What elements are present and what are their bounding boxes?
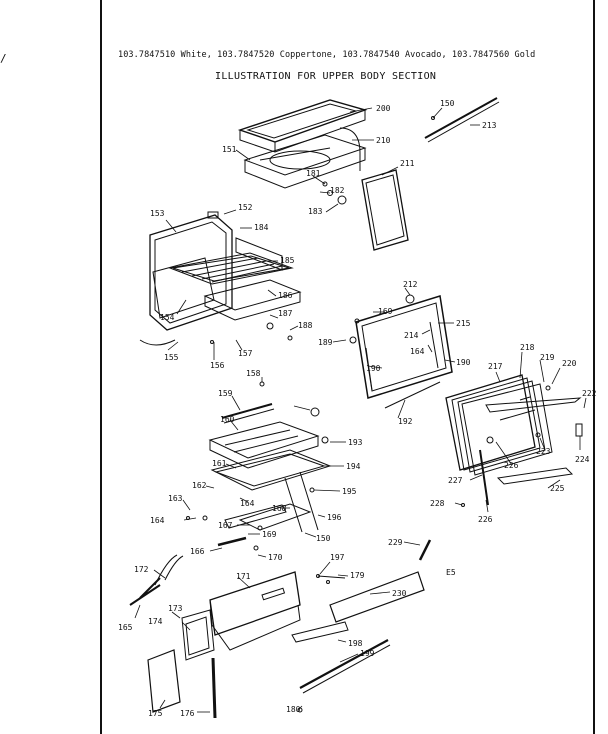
callout-152: 152 <box>238 203 253 212</box>
callout-162: 162 <box>192 481 207 490</box>
callout-197: 197 <box>330 553 345 562</box>
oven-cavity-assembly <box>139 211 302 346</box>
main-top-assembly <box>237 99 368 189</box>
left-margin-rule <box>100 0 102 734</box>
callout-223: 223 <box>536 447 551 456</box>
callout-173: 173 <box>168 604 183 613</box>
callout-183: 183 <box>308 207 323 216</box>
callout-225: 225 <box>550 484 565 493</box>
callout-196: 196 <box>327 513 342 522</box>
side-panel-211 <box>361 169 409 251</box>
callout-174: 174 <box>148 617 163 626</box>
callout-194: 194 <box>346 462 361 471</box>
callout-153: 153 <box>150 209 165 218</box>
callout-158: 158 <box>246 369 261 378</box>
callout-163: 163 <box>168 494 183 503</box>
callout-180: 180 <box>286 705 301 714</box>
margin-mark: / <box>0 52 7 65</box>
callout-215: 215 <box>456 319 471 328</box>
callout-200: 200 <box>376 104 391 113</box>
callout-164-mid: 164 <box>240 499 255 508</box>
callout-188: 188 <box>298 321 313 330</box>
callout-195: 195 <box>342 487 357 496</box>
callout-210: 210 <box>376 136 391 145</box>
callout-220: 220 <box>562 359 577 368</box>
callout-166: 166 <box>190 547 205 556</box>
callout-211: 211 <box>400 159 415 168</box>
callout-156: 156 <box>210 361 225 370</box>
callout-185: 185 <box>280 256 295 265</box>
callout-179: 179 <box>350 571 365 580</box>
callout-164-left: 164 <box>150 516 165 525</box>
callout-212: 212 <box>403 280 418 289</box>
callout-217: 217 <box>488 362 503 371</box>
callout-165: 165 <box>118 623 133 632</box>
callout-159: 159 <box>218 389 233 398</box>
callout-214: 214 <box>404 331 419 340</box>
page-code: E5 <box>446 568 456 577</box>
callout-192: 192 <box>398 417 413 426</box>
callout-167: 167 <box>218 521 233 530</box>
callout-150: 150 <box>440 99 455 108</box>
callout-184: 184 <box>254 223 269 232</box>
rod-213 <box>424 97 500 143</box>
callout-182: 182 <box>330 186 345 195</box>
callout-228: 228 <box>430 499 445 508</box>
callout-189: 189 <box>318 338 333 347</box>
callout-229: 229 <box>388 538 403 547</box>
callout-171: 171 <box>236 572 251 581</box>
model-numbers-line: 103.7847510 White, 103.7847520 Copperton… <box>118 50 536 60</box>
callout-181: 181 <box>306 169 321 178</box>
callout-164-door: 164 <box>410 347 425 356</box>
callout-150-mid: 150 <box>316 534 331 543</box>
callout-226-top: 226 <box>504 461 519 470</box>
lower-drawer-assembly <box>129 539 432 719</box>
callout-176: 176 <box>180 709 195 718</box>
oven-door-frame <box>349 294 453 409</box>
callout-160: 160 <box>220 415 235 424</box>
callout-190-left: 190 <box>366 364 381 373</box>
right-margin-rule <box>593 0 595 734</box>
callout-161: 161 <box>212 459 227 468</box>
part-callouts: 200 210 151 150 213 211 181 182 183 153 … <box>118 99 597 718</box>
callout-157: 157 <box>238 349 253 358</box>
callout-168: 168 <box>272 504 287 513</box>
callout-213: 213 <box>482 121 497 130</box>
callout-227: 227 <box>448 476 463 485</box>
callout-154: 154 <box>160 313 175 322</box>
callout-169-top: 169 <box>378 307 393 316</box>
callout-193: 193 <box>348 438 363 447</box>
callout-169-mid: 169 <box>262 530 277 539</box>
callout-219: 219 <box>540 353 555 362</box>
oven-door-panels <box>445 374 583 507</box>
callout-199: 199 <box>360 649 375 658</box>
callout-224: 224 <box>575 455 590 464</box>
callout-170: 170 <box>268 553 283 562</box>
callout-175: 175 <box>148 709 163 718</box>
callout-190-right: 190 <box>456 358 471 367</box>
callout-218: 218 <box>520 343 535 352</box>
diagram-title: ILLUSTRATION FOR UPPER BODY SECTION <box>215 71 437 82</box>
callout-151: 151 <box>222 145 237 154</box>
callout-186: 186 <box>278 291 293 300</box>
callout-187: 187 <box>278 309 293 318</box>
leader-lines <box>134 107 587 713</box>
callout-198: 198 <box>348 639 363 648</box>
callout-222: 222 <box>582 389 597 398</box>
callout-226-bottom: 226 <box>478 515 493 524</box>
burner-box-assembly <box>186 381 332 551</box>
callout-155: 155 <box>164 353 179 362</box>
callout-230: 230 <box>392 589 407 598</box>
callout-172: 172 <box>134 565 149 574</box>
